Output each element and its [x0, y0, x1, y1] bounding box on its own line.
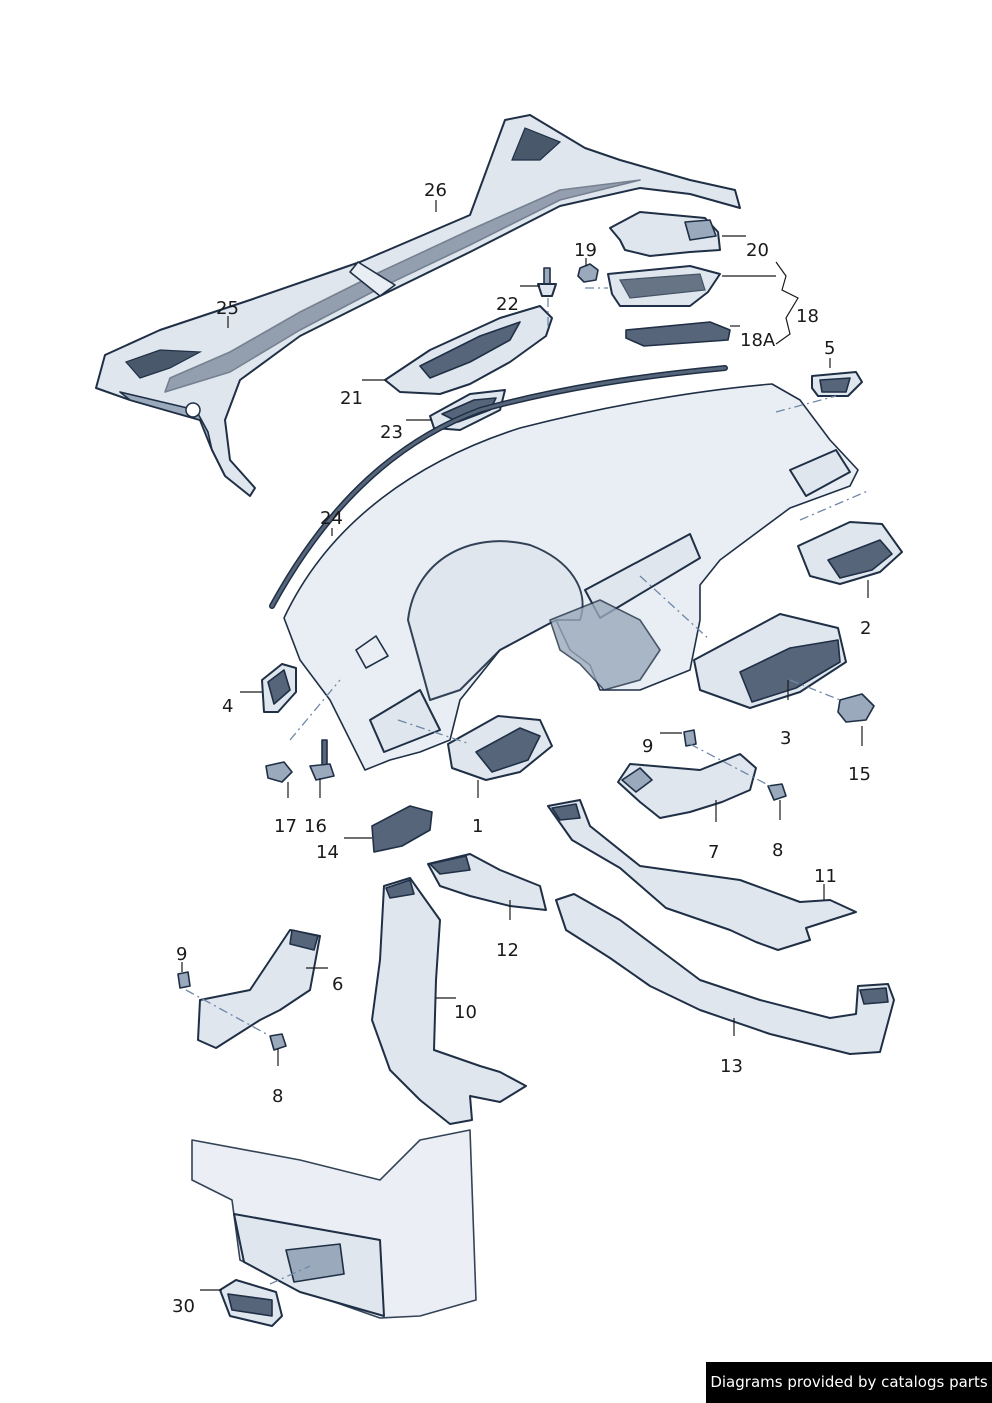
sensor-part [837, 693, 875, 723]
callout-15: 15 [848, 764, 871, 785]
callout-7: 7 [708, 842, 719, 863]
callout-4: 4 [222, 696, 233, 717]
air-duct-part-6 [197, 929, 321, 1049]
callout-labels: 26 25 20 19 22 18 18A 21 5 23 24 2 4 3 9… [172, 180, 871, 1317]
rear-console-part [191, 1129, 477, 1319]
callout-24: 24 [320, 508, 343, 529]
filter-element-part [625, 321, 731, 347]
seal-strip-part [269, 365, 728, 609]
screw-part-8-upper [767, 783, 787, 801]
switch-part-16 [309, 739, 335, 781]
callout-8-upper: 8 [772, 840, 783, 861]
plenum-panel-part [95, 114, 741, 497]
callout-3: 3 [780, 728, 791, 749]
console-vent-part-30 [219, 1279, 283, 1327]
callout-21: 21 [340, 388, 363, 409]
left-vent-part [261, 663, 297, 713]
callout-22: 22 [496, 294, 519, 315]
clip-part [537, 267, 557, 297]
callout-2: 2 [860, 618, 871, 639]
leader-lines [181, 200, 869, 1291]
nut-part [577, 263, 599, 283]
callout-9-lower: 9 [176, 944, 187, 965]
air-box-cover-part [609, 211, 721, 257]
callout-26: 26 [424, 180, 447, 201]
connector-part [371, 805, 433, 853]
callout-13: 13 [720, 1056, 743, 1077]
center-vent-part [693, 613, 847, 709]
callout-9-upper: 9 [642, 736, 653, 757]
air-duct-part-7 [617, 753, 757, 819]
lower-vent-part [447, 715, 553, 781]
callout-1: 1 [472, 816, 483, 837]
callout-11: 11 [814, 866, 837, 887]
callout-19: 19 [574, 240, 597, 261]
callout-25: 25 [216, 298, 239, 319]
right-vent-part [797, 521, 903, 585]
clip-part-17 [265, 761, 293, 783]
air-duct-part-10 [371, 877, 527, 1125]
attribution-banner: Diagrams provided by catalogs parts [706, 1362, 992, 1403]
floor-duct-part-13 [555, 893, 895, 1055]
callout-12: 12 [496, 940, 519, 961]
clip-part-9-lower [177, 971, 191, 989]
callout-18a: 18A [740, 330, 776, 351]
callout-8-lower: 8 [272, 1086, 283, 1107]
callout-18: 18 [796, 306, 819, 327]
screw-part-8-lower [269, 1033, 287, 1051]
side-vent-part-5 [811, 371, 863, 397]
callout-16: 16 [304, 816, 327, 837]
callout-6: 6 [332, 974, 343, 995]
callout-10: 10 [454, 1002, 477, 1023]
callout-14: 14 [316, 842, 339, 863]
callout-20: 20 [746, 240, 769, 261]
callout-23: 23 [380, 422, 403, 443]
dashboard-part [283, 383, 859, 771]
water-channel-part [384, 305, 553, 395]
assembly-lines [185, 287, 871, 1285]
attribution-text: Diagrams provided by catalogs parts [710, 1373, 988, 1391]
air-duct-part-11 [547, 799, 857, 951]
callout-17: 17 [274, 816, 297, 837]
air-duct-part-12 [427, 853, 547, 911]
clip-part-9-upper [683, 729, 697, 747]
callout-30: 30 [172, 1296, 195, 1317]
callout-5: 5 [824, 338, 835, 359]
filter-housing-part [607, 265, 721, 307]
